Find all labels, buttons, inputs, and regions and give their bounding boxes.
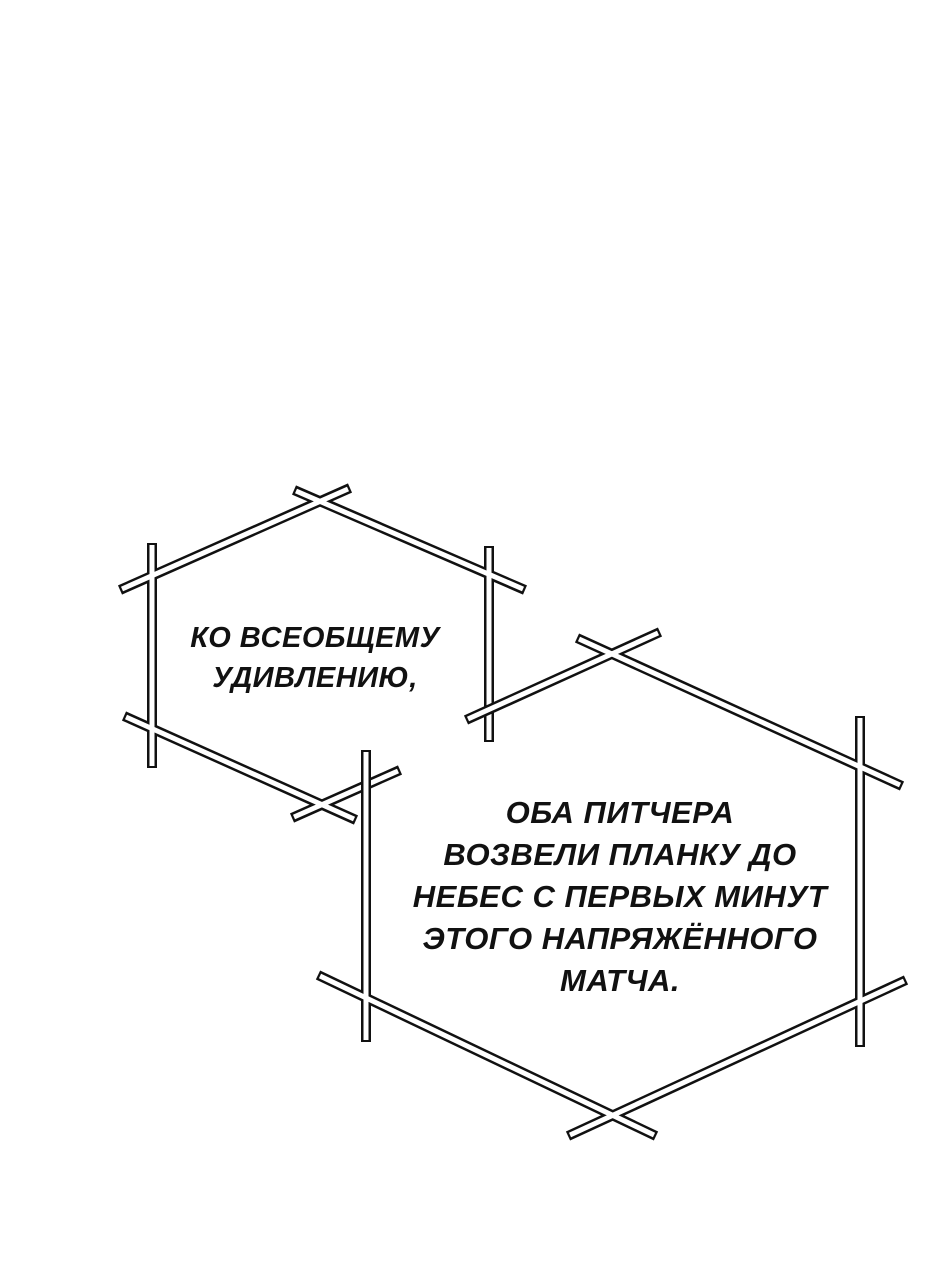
hexagon-frame-large [315, 627, 909, 1141]
caption-line: НЕБЕС С ПЕРВЫХ МИНУТ [412, 879, 828, 914]
caption-line: КО ВСЕОБЩЕМУ [190, 622, 440, 654]
caption-box-1: КО ВСЕОБЩЕМУ УДИВЛЕНИЮ, [160, 618, 470, 698]
caption-line: ОБА ПИТЧЕРА [505, 795, 735, 830]
caption-line: ВОЗВЕЛИ ПЛАНКУ ДО [443, 837, 797, 872]
caption-line: МАТЧА. [560, 963, 680, 998]
caption-box-2: ОБА ПИТЧЕРА ВОЗВЕЛИ ПЛАНКУ ДО НЕБЕС С ПЕ… [400, 792, 840, 1002]
caption-line: УДИВЛЕНИЮ, [212, 662, 418, 694]
hexagon-frame-small [117, 483, 527, 825]
caption-line: ЭТОГО НАПРЯЖЁННОГО [422, 921, 818, 956]
